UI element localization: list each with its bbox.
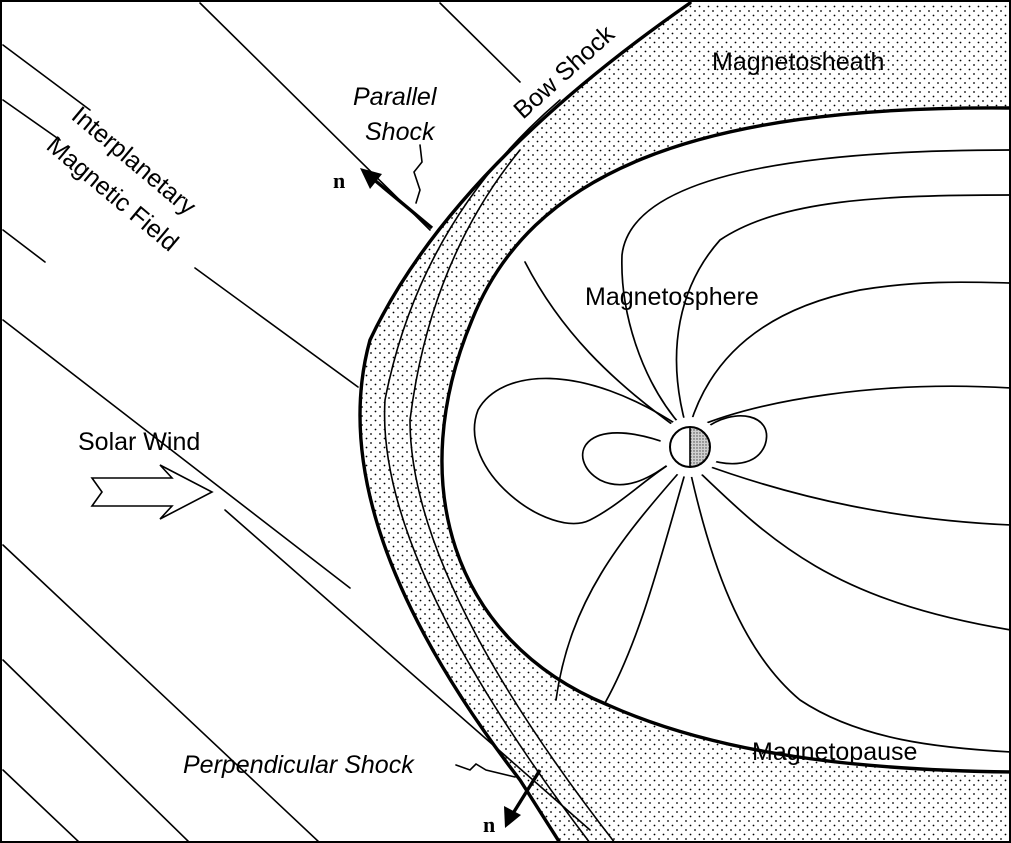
perpendicular-shock-leader: [456, 764, 515, 777]
solar-wind-arrow-icon: [92, 465, 212, 519]
magnetopause-label: Magnetopause: [752, 738, 917, 766]
parallel-shock-leader: [414, 145, 422, 203]
normal-label-top: n: [333, 168, 345, 193]
solar-wind-label: Solar Wind: [78, 428, 200, 456]
normal-label-bottom: n: [483, 812, 495, 837]
parallel-shock-label-line1: Parallel: [353, 83, 438, 111]
earth-icon: [660, 417, 720, 477]
normal-arrow-top-icon: [360, 168, 432, 228]
magnetosheath-label: Magnetosheath: [712, 48, 884, 76]
parallel-shock-label-line2: Shock: [365, 118, 436, 146]
magnetosphere-label: Magnetosphere: [585, 283, 759, 311]
perpendicular-shock-label: Perpendicular Shock: [183, 751, 415, 779]
